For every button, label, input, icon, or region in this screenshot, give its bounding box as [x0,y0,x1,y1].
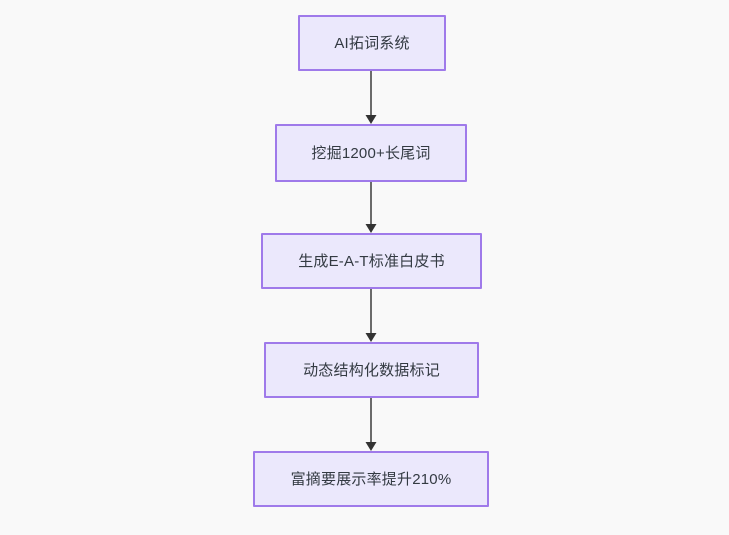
edge-node-2-to-node-3 [365,182,377,233]
flowchart-node-ai-keyword-system[interactable]: AI拓词系统 [298,15,446,71]
node-label: 挖掘1200+长尾词 [311,144,431,162]
flowchart-node-rich-snippet-rate-increase[interactable]: 富摘要展示率提升210% [253,451,489,507]
edge-node-3-to-node-4 [365,289,377,342]
node-label: 富摘要展示率提升210% [290,470,452,488]
edge-node-1-to-node-2 [365,71,377,124]
node-label: 动态结构化数据标记 [303,361,440,379]
flowchart-node-dynamic-structured-data-markup[interactable]: 动态结构化数据标记 [264,342,479,398]
flowchart-node-generate-eat-whitepaper[interactable]: 生成E-A-T标准白皮书 [261,233,482,289]
node-label: 生成E-A-T标准白皮书 [298,252,445,270]
node-label: AI拓词系统 [334,34,410,52]
edge-node-4-to-node-5 [365,398,377,451]
flowchart-node-mine-longtail-keywords[interactable]: 挖掘1200+长尾词 [275,124,467,182]
